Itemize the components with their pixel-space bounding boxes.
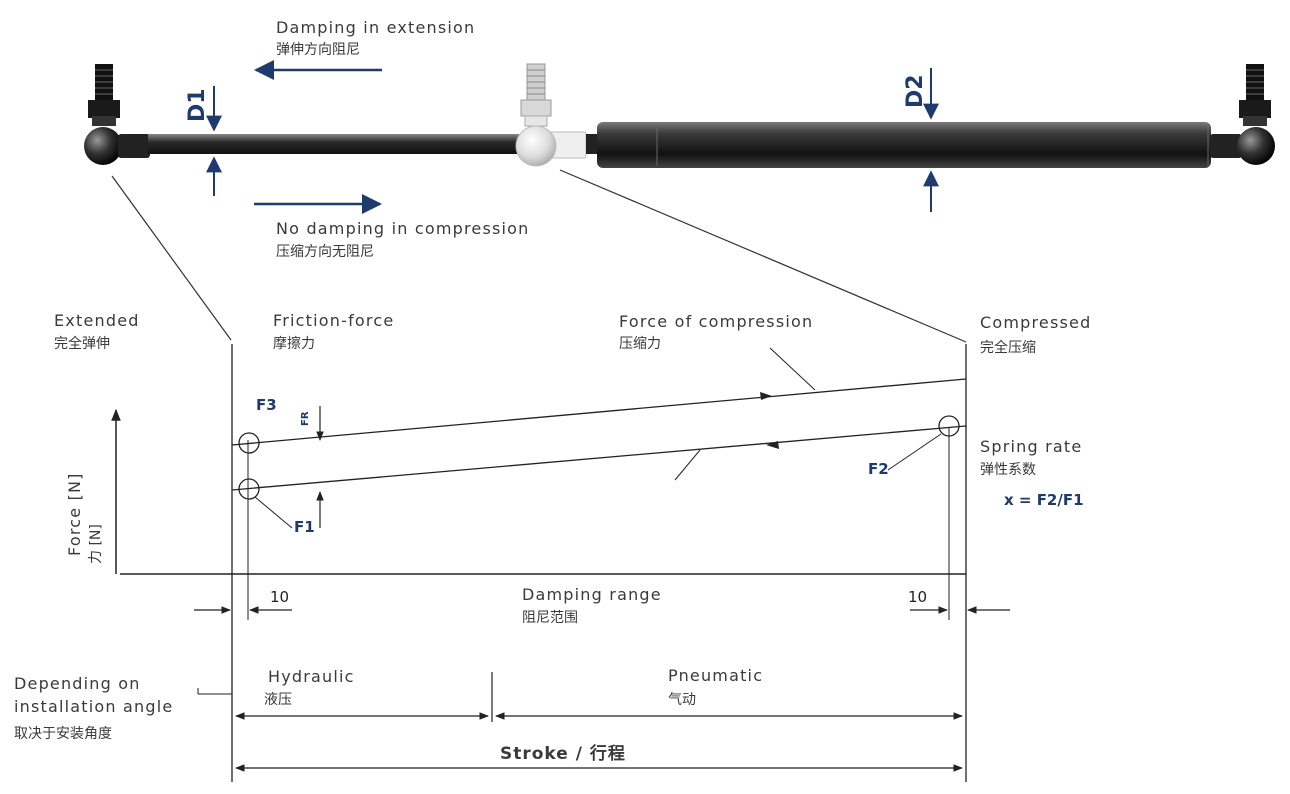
projection-line-right [559,169,967,343]
extended-label-zh: 完全弹伸 [54,335,110,352]
piston-rod [148,134,528,154]
depending-label-zh: 取决于安装角度 [14,726,112,742]
f1-label: F1 [294,518,315,536]
extension-leader [674,449,701,481]
compressed-label-zh: 完全压缩 [980,339,1036,356]
left-10-label: 10 [270,588,289,606]
extension-force-line [231,425,967,491]
no-damping-compression-label-zh: 压缩方向无阻尼 [276,244,374,260]
spring-rate-label: Spring rate [980,437,1082,456]
extension-direction-arrow [766,441,779,449]
d1-label: D1 [185,88,210,122]
depending-label-line2: installation angle [14,697,173,716]
right-end-fitting [1210,64,1275,165]
d2-label: D2 [903,74,928,108]
f2-marker [938,415,960,437]
middle-end-fitting [515,63,587,167]
damping-extension-label: Damping in extension [276,18,475,37]
left-end-fitting [84,64,150,165]
extended-label: Extended [54,311,140,330]
force-axis-label: Force [N] [65,472,84,556]
f2-label: F2 [868,460,889,478]
stroke-label: Stroke / 行程 [500,743,626,764]
cylinder-body [597,122,1211,168]
f3-label: F3 [256,396,277,414]
compression-leader [769,347,816,391]
damping-extension-label-zh: 弹伸方向阻尼 [276,42,360,58]
compression-direction-arrow [760,392,772,400]
force-graph: Extended 完全弹伸 Friction-force 摩擦力 Force o… [54,311,1091,782]
depending-label-line1: Depending on [14,674,141,693]
spring-rate-formula: x = F2/F1 [1004,491,1084,509]
f3-marker [238,432,260,454]
pneumatic-label: Pneumatic [668,666,763,685]
friction-label: Friction-force [273,311,394,330]
compression-label: Force of compression [619,312,813,331]
bottom-dimensions: 10 10 Damping range 阻尼范围 Hydraulic 液压 Pn… [14,585,1010,772]
hydraulic-label-zh: 液压 [264,692,292,708]
f1-marker [238,478,260,500]
gas-spring [84,63,1275,168]
force-axis-label-zh: 力 [N] [88,524,104,564]
hydraulic-label: Hydraulic [268,667,355,686]
damping-range-label-zh: 阻尼范围 [522,609,578,626]
damping-range-label: Damping range [522,585,662,604]
spring-rate-label-zh: 弹性系数 [980,462,1036,478]
pneumatic-label-zh: 气动 [668,692,696,708]
compression-force-line [231,378,967,446]
compression-label-zh: 压缩力 [619,336,661,352]
right-10-label: 10 [908,588,927,606]
projection-line-left [111,175,232,341]
friction-label-zh: 摩擦力 [273,335,315,352]
no-damping-compression-label: No damping in compression [276,219,530,238]
fr-label: FR [300,411,311,426]
compressed-label: Compressed [980,313,1091,332]
